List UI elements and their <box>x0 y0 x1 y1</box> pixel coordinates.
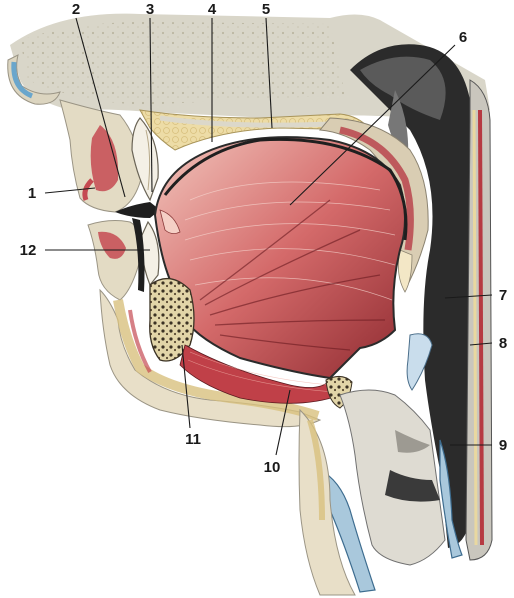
lower-lip <box>87 220 142 301</box>
figure-labels: 1 2 3 4 5 6 7 8 9 10 11 12 <box>20 1 508 476</box>
label-10: 10 <box>264 459 281 476</box>
label-12: 12 <box>20 242 37 259</box>
oral-fissure <box>115 202 160 218</box>
label-4: 4 <box>208 1 217 18</box>
mandible <box>149 278 195 362</box>
chin <box>99 288 322 428</box>
label-3: 3 <box>146 1 154 18</box>
label-7: 7 <box>499 287 507 304</box>
leader-lines <box>44 17 493 456</box>
label-2: 2 <box>72 1 80 18</box>
label-6: 6 <box>459 29 467 46</box>
label-11: 11 <box>185 431 201 448</box>
pharynx-cavity <box>350 44 470 549</box>
label-8: 8 <box>499 335 507 352</box>
epiglottis <box>406 333 433 391</box>
label-1: 1 <box>28 185 36 202</box>
label-5: 5 <box>262 1 270 18</box>
tongue <box>153 136 406 380</box>
label-9: 9 <box>499 437 507 454</box>
